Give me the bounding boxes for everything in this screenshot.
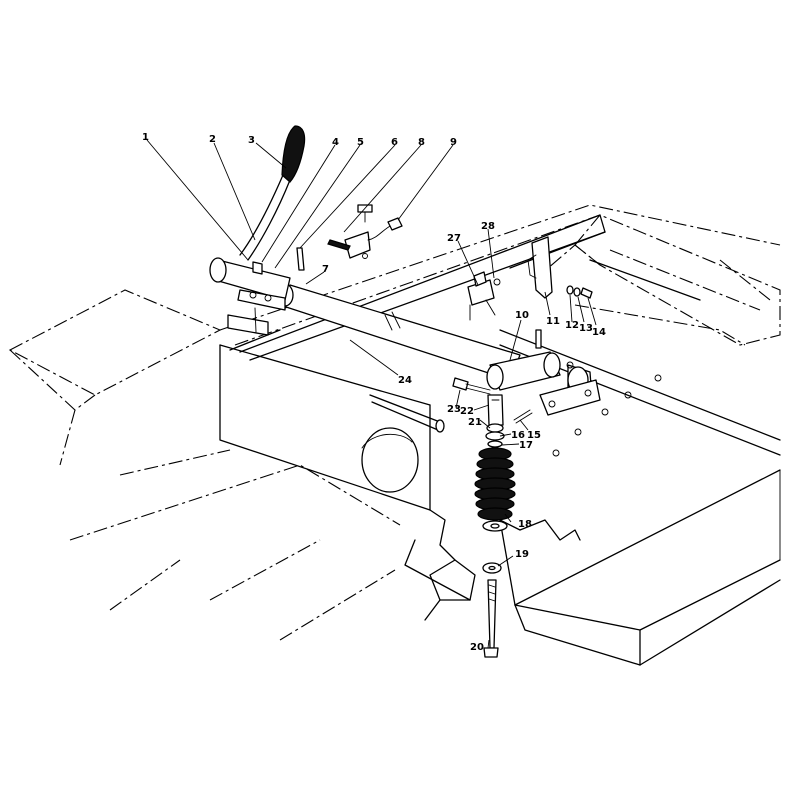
callout-8: 8: [418, 137, 425, 148]
hardware-12-14: [566, 285, 593, 299]
callout-28: 28: [481, 221, 495, 232]
callout-19: 19: [515, 549, 529, 560]
switch-assembly: [327, 204, 403, 259]
frame-box: [219, 214, 606, 621]
leader-lines: [146, 139, 597, 649]
callout-5: 5: [357, 137, 364, 148]
callout-23: 23: [447, 404, 461, 415]
callout-16: 16: [511, 430, 525, 441]
left-pivot-assembly: [209, 125, 306, 336]
callout-12: 12: [565, 320, 579, 331]
callout-22: 22: [460, 406, 474, 417]
washer-19: [482, 562, 502, 574]
bolt-23: [452, 377, 491, 395]
callout-7: 7: [322, 264, 329, 275]
callout-labels: 1 2 3 4 5 6 7 8 9 10 11 12 13 14 15 16 1…: [142, 132, 606, 653]
right-pivot-assembly: [486, 329, 601, 416]
callout-18: 18: [518, 519, 532, 530]
mower-deck-outline: [8, 204, 781, 641]
bolt-20: [483, 579, 499, 658]
callout-21: 21: [468, 417, 482, 428]
callout-17: 17: [519, 440, 533, 451]
spring-18: [474, 447, 516, 532]
callout-11: 11: [546, 316, 560, 327]
callout-4: 4: [332, 137, 339, 148]
callout-24: 24: [398, 375, 412, 386]
callout-6: 6: [391, 137, 398, 148]
callout-10: 10: [515, 310, 529, 321]
pin-6: [296, 247, 305, 271]
bracket-plate: [527, 236, 553, 299]
clevis-22: [487, 394, 504, 426]
callout-15: 15: [527, 430, 541, 441]
callout-3: 3: [248, 135, 255, 146]
right-plate: [499, 469, 781, 666]
callout-9: 9: [450, 137, 457, 148]
nut-washer-stack: [485, 423, 505, 448]
callout-1: 1: [142, 132, 149, 143]
callout-13: 13: [579, 323, 593, 334]
callout-27: 27: [447, 233, 461, 244]
callout-14: 14: [592, 327, 606, 338]
pin-15: [513, 409, 533, 424]
callout-20: 20: [470, 642, 484, 653]
callout-2: 2: [209, 134, 216, 145]
